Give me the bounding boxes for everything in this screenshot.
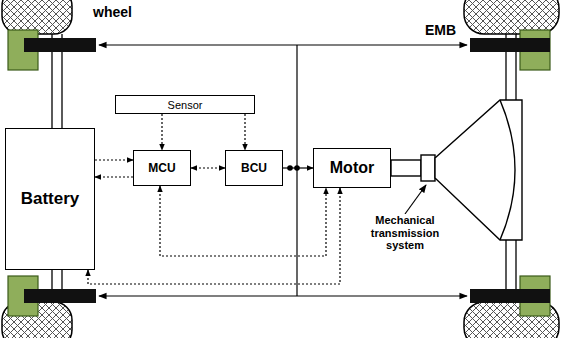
motor-box: Motor [313, 148, 391, 188]
signal-connector [88, 188, 340, 284]
leader-line [405, 185, 426, 214]
wheel-label: wheel [92, 4, 133, 20]
signal-connector [95, 176, 133, 177]
emb-label: EMB [424, 22, 457, 38]
signal-connector [161, 114, 162, 150]
mcu-box: MCU [133, 150, 191, 186]
node-text: Motor [330, 159, 374, 177]
signal-connector [95, 159, 133, 160]
transmission-label: Mechanical transmission system [362, 214, 448, 252]
brake-bus [99, 45, 467, 296]
signal-connector [160, 186, 326, 256]
signal-connector [244, 114, 245, 150]
sensor-box: Sensor [115, 95, 255, 114]
control-connector [283, 167, 313, 168]
node-text: MCU [148, 161, 175, 175]
bcu-box: BCU [225, 150, 283, 186]
node-text: BCU [241, 161, 267, 175]
node-text: Battery [21, 189, 80, 209]
battery-box: Battery [5, 128, 95, 270]
node-text: Sensor [168, 99, 203, 111]
signal-connector [191, 167, 225, 168]
